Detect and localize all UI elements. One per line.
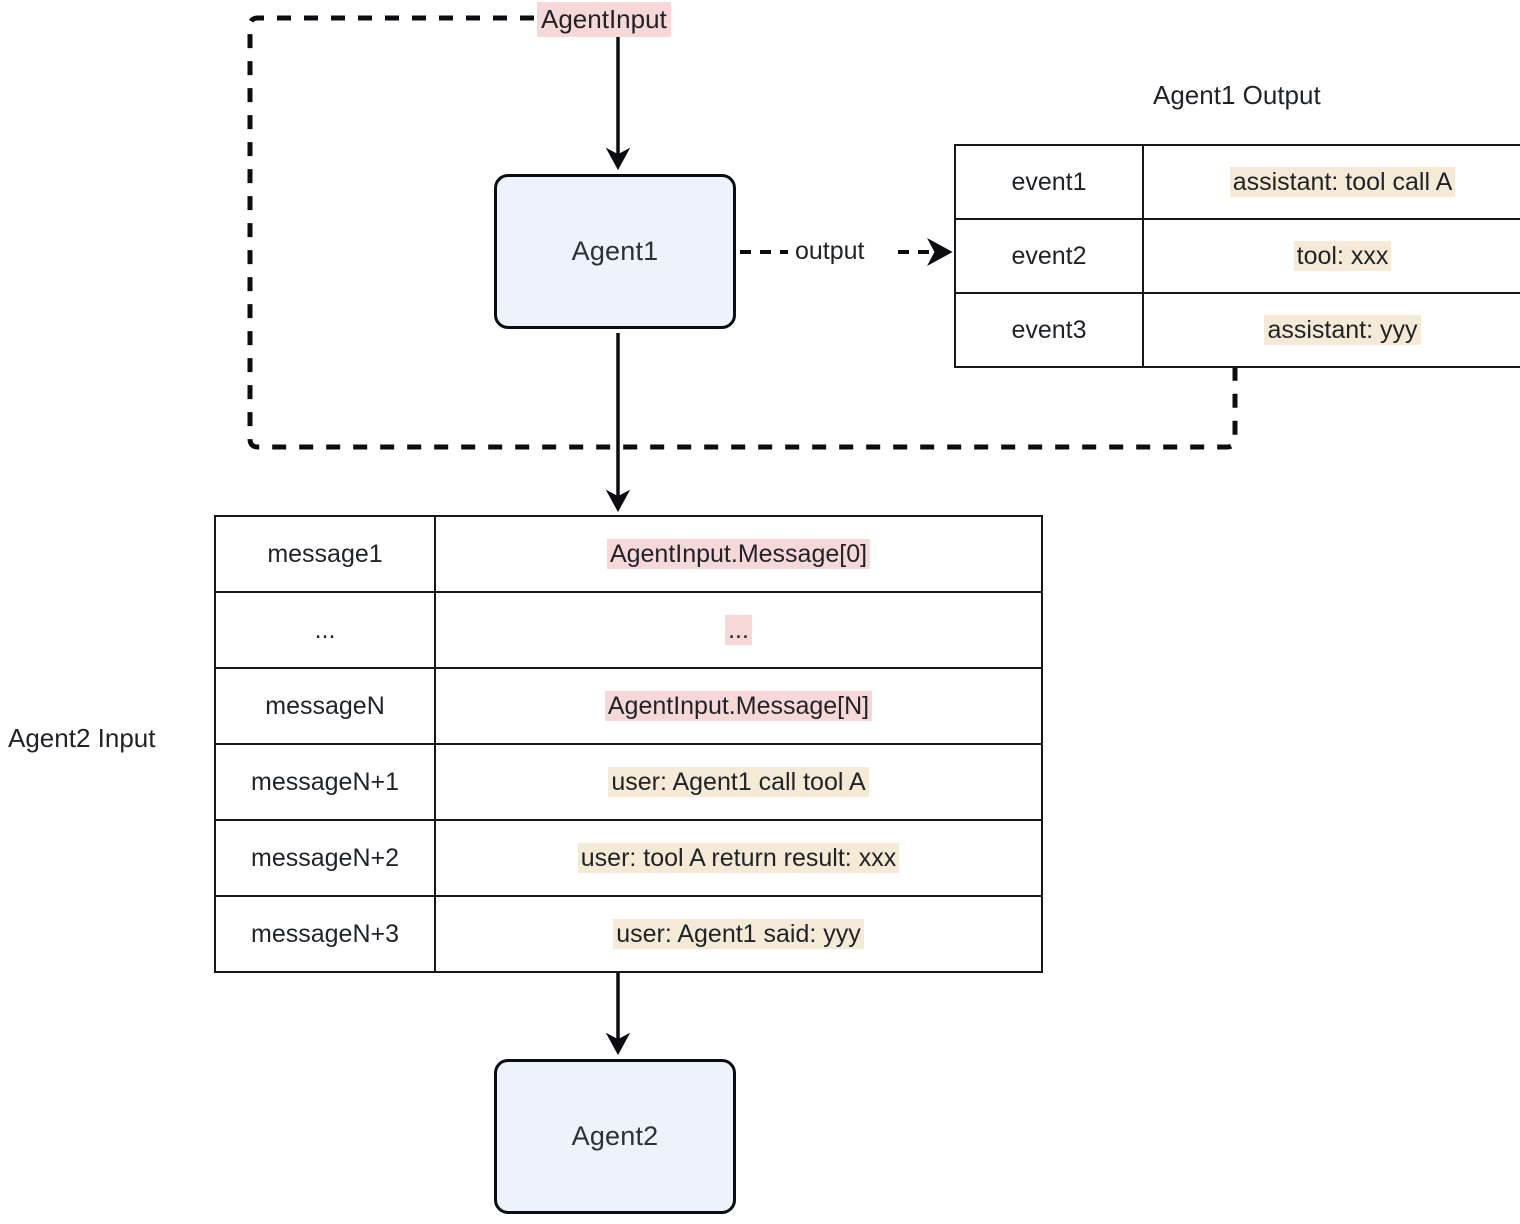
row-value-highlight: AgentInput.Message[N] xyxy=(604,690,873,721)
agent1-output-table: event1 assistant: tool call A event2 tool: … xyxy=(954,144,1520,368)
row-key-cell: event3 xyxy=(954,292,1144,368)
row-key-cell: messageN+1 xyxy=(214,743,436,821)
agent2-input-title: Agent2 Input xyxy=(8,723,156,753)
agent-input-label: AgentInput xyxy=(537,2,671,37)
agent1-output-table-body: event1 assistant: tool call A event2 tool: … xyxy=(954,144,1520,368)
row-value-highlight: user: Agent1 said: yyy xyxy=(613,918,864,949)
agent1-output-title: Agent1 Output xyxy=(1153,80,1321,110)
row-value-cell: user: Agent1 call tool A xyxy=(434,743,1043,821)
row-key-cell: event2 xyxy=(954,218,1144,294)
row-value-highlight: AgentInput.Message[0] xyxy=(606,538,871,569)
row-value-highlight: ... xyxy=(725,614,752,645)
row-key-cell: messageN+2 xyxy=(214,819,436,897)
table-row: ...... xyxy=(214,591,1043,669)
output-edge-label: output xyxy=(791,237,869,266)
row-key-cell: message1 xyxy=(214,515,436,593)
row-key-cell: event1 xyxy=(954,144,1144,220)
row-value-cell: assistant: tool call A xyxy=(1142,144,1520,220)
row-key-cell: messageN xyxy=(214,667,436,745)
table-row: messageN+3 user: Agent1 said: yyy xyxy=(214,895,1043,973)
table-row: messageN+2 user: tool A return result: xx… xyxy=(214,819,1043,897)
row-value-cell: AgentInput.Message[N] xyxy=(434,667,1043,745)
table-row: message1 AgentInput.Message[0] xyxy=(214,515,1043,593)
row-value-highlight: user: Agent1 call tool A xyxy=(608,766,869,797)
row-value-cell: assistant: yyy xyxy=(1142,292,1520,368)
row-value-highlight: user: tool A return result: xxx xyxy=(577,842,900,873)
table-row: messageN+1 user: Agent1 call tool A xyxy=(214,743,1043,821)
agent1-node-label: Agent1 xyxy=(571,236,659,266)
row-key-cell: ... xyxy=(214,591,436,669)
agent1-node[interactable]: Agent1 xyxy=(494,174,736,329)
row-value-highlight: tool: xxx xyxy=(1293,240,1392,271)
row-value-highlight: assistant: yyy xyxy=(1264,314,1421,345)
table-row: messageN AgentInput.Message[N] xyxy=(214,667,1043,745)
table-row: event2 tool: xxx xyxy=(954,218,1520,294)
row-key-cell: messageN+3 xyxy=(214,895,436,973)
row-value-cell: tool: xxx xyxy=(1142,218,1520,294)
agent2-node-label: Agent2 xyxy=(571,1121,659,1151)
row-value-cell: user: Agent1 said: yyy xyxy=(434,895,1043,973)
row-value-cell: AgentInput.Message[0] xyxy=(434,515,1043,593)
row-value-highlight: assistant: tool call A xyxy=(1229,166,1456,197)
row-value-cell: user: tool A return result: xxx xyxy=(434,819,1043,897)
agent2-node[interactable]: Agent2 xyxy=(494,1059,736,1214)
table-row: event3 assistant: yyy xyxy=(954,292,1520,368)
row-value-cell: ... xyxy=(434,591,1043,669)
table-row: event1 assistant: tool call A xyxy=(954,144,1520,220)
